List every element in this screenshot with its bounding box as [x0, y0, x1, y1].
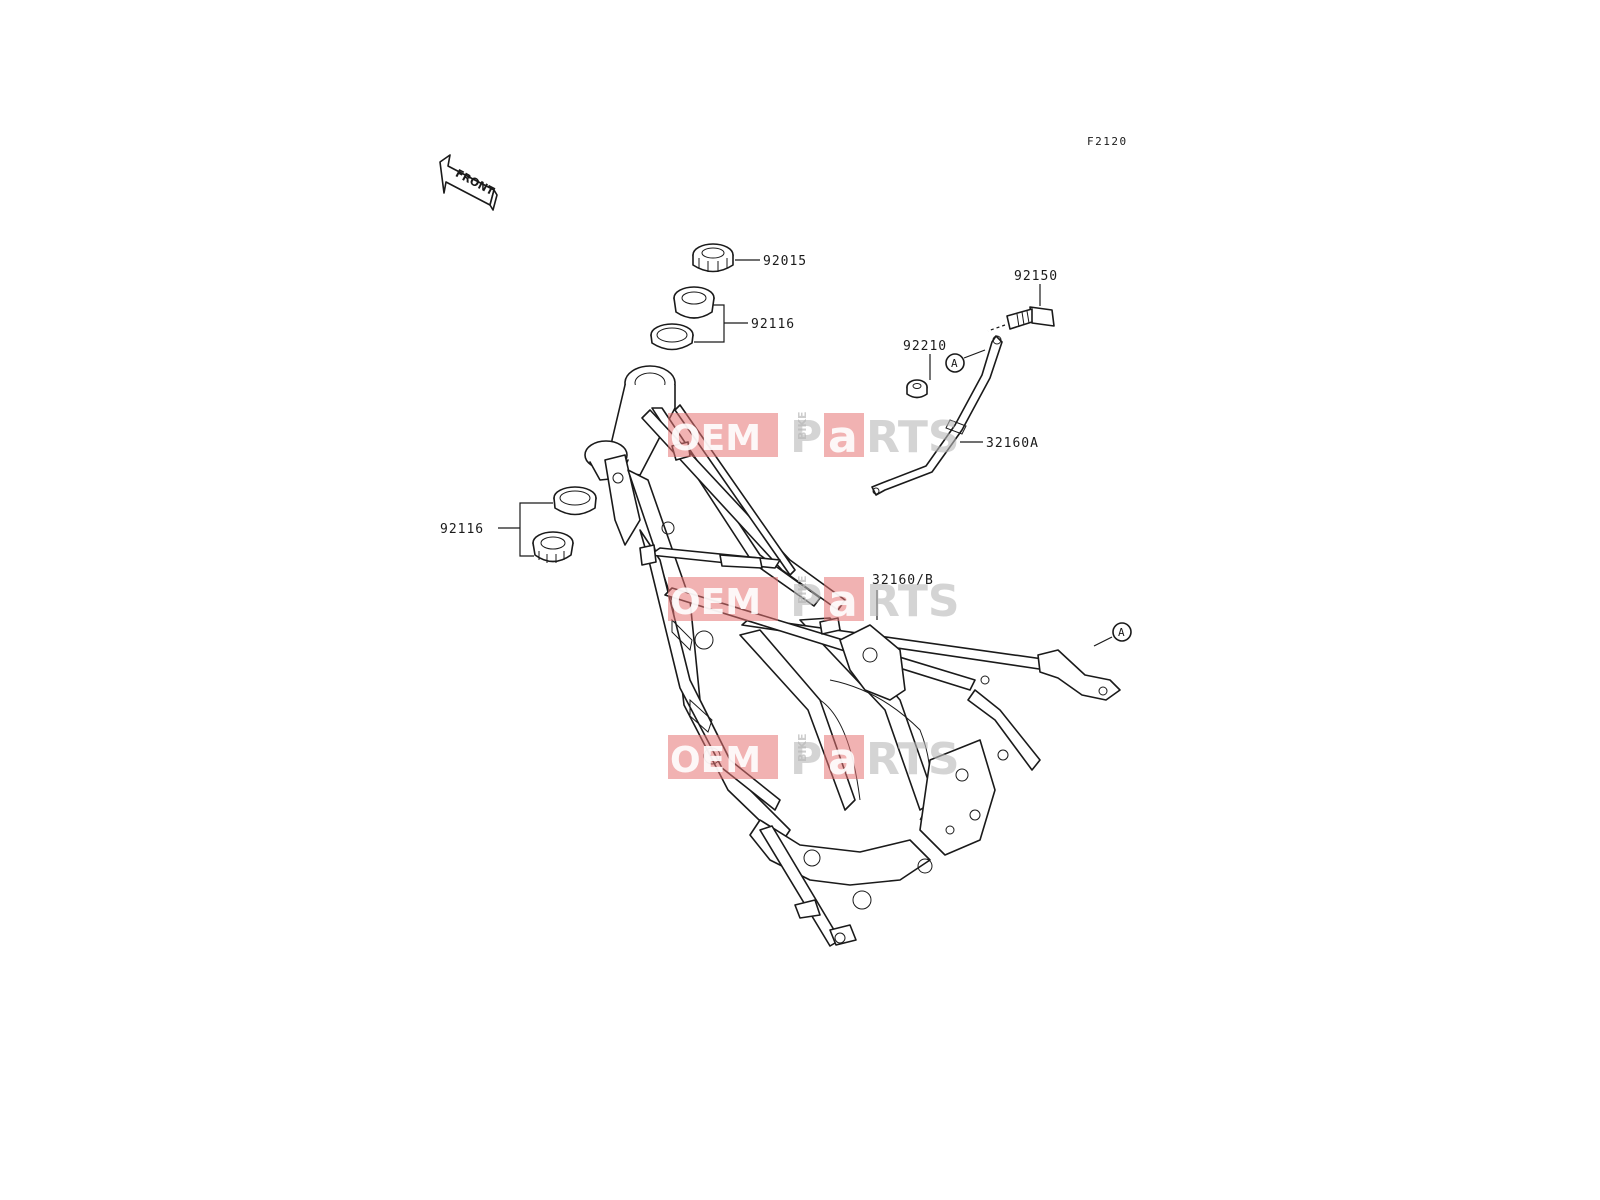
svg-text:BIKE: BIKE	[796, 411, 809, 440]
front-arrow-icon: FRONT	[439, 154, 498, 211]
svg-text:a: a	[828, 734, 858, 785]
svg-text:OEM: OEM	[670, 418, 761, 459]
label-32160b: 32160/B	[872, 573, 934, 588]
label-92116-top: 92116	[751, 317, 795, 332]
label-92210: 92210	[903, 339, 947, 354]
svg-text:P: P	[790, 576, 822, 627]
part-32160a-stay	[871, 335, 1003, 496]
part-92150-bolt	[1006, 306, 1055, 330]
svg-text:BIKE: BIKE	[796, 575, 809, 604]
svg-text:A: A	[1118, 626, 1126, 639]
part-92116-lower-race	[553, 486, 597, 516]
callout-a-lower: A	[1112, 622, 1132, 642]
svg-text:a: a	[828, 412, 858, 463]
watermark-middle: OEM BIKE P a RTS	[668, 575, 960, 627]
part-92116-upper-race	[650, 323, 694, 351]
part-92116-upper-bearing	[673, 286, 715, 319]
svg-text:OEM: OEM	[670, 582, 761, 623]
svg-text:A: A	[951, 357, 959, 370]
svg-text:P: P	[790, 734, 822, 785]
part-92116-lower-bearing	[532, 531, 574, 563]
callout-a-upper: A	[945, 353, 965, 373]
label-92116-left: 92116	[440, 522, 484, 537]
svg-text:OEM: OEM	[670, 740, 761, 781]
part-92015-nut	[692, 243, 734, 273]
label-32160a: 32160A	[986, 436, 1039, 451]
svg-text:RTS: RTS	[866, 734, 960, 785]
svg-text:BIKE: BIKE	[796, 733, 809, 762]
part-92210-nut	[906, 379, 928, 399]
svg-text:RTS: RTS	[866, 576, 960, 627]
watermark-lower: OEM BIKE P a RTS	[668, 733, 960, 785]
label-92150: 92150	[1014, 269, 1058, 284]
svg-text:a: a	[828, 576, 858, 627]
diagram-code: F2120	[1087, 135, 1128, 148]
svg-text:P: P	[790, 412, 822, 463]
svg-text:RTS: RTS	[866, 412, 960, 463]
label-92015: 92015	[763, 254, 807, 269]
watermark-upper: OEM BIKE P a RTS	[668, 411, 960, 463]
